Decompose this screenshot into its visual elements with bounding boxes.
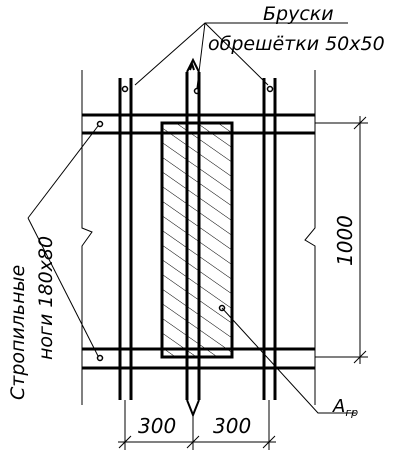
area-subscript: гр: [345, 406, 358, 419]
height-dimension-label: 1000: [333, 215, 357, 266]
batten-title-line1: Бруски: [263, 3, 334, 25]
spacing-left-label: 300: [138, 414, 176, 438]
spacing-dimension: [118, 400, 276, 450]
height-dimension: [315, 116, 368, 364]
spacing-right-label: 300: [213, 414, 251, 438]
rafter-title-line1: Стропильные: [7, 265, 29, 400]
break-lines: [81, 70, 316, 405]
rafters: [118, 57, 277, 418]
nail-markers: [96, 85, 274, 362]
load-area-hatched: [160, 121, 234, 359]
area-label: Aгр: [332, 396, 358, 419]
leader-lines: [27, 22, 356, 414]
area-letter: A: [332, 396, 345, 417]
batten-title-line2: обрешётки 50х50: [208, 33, 385, 55]
rafter-title-line2: ноги 180х80: [35, 236, 57, 360]
